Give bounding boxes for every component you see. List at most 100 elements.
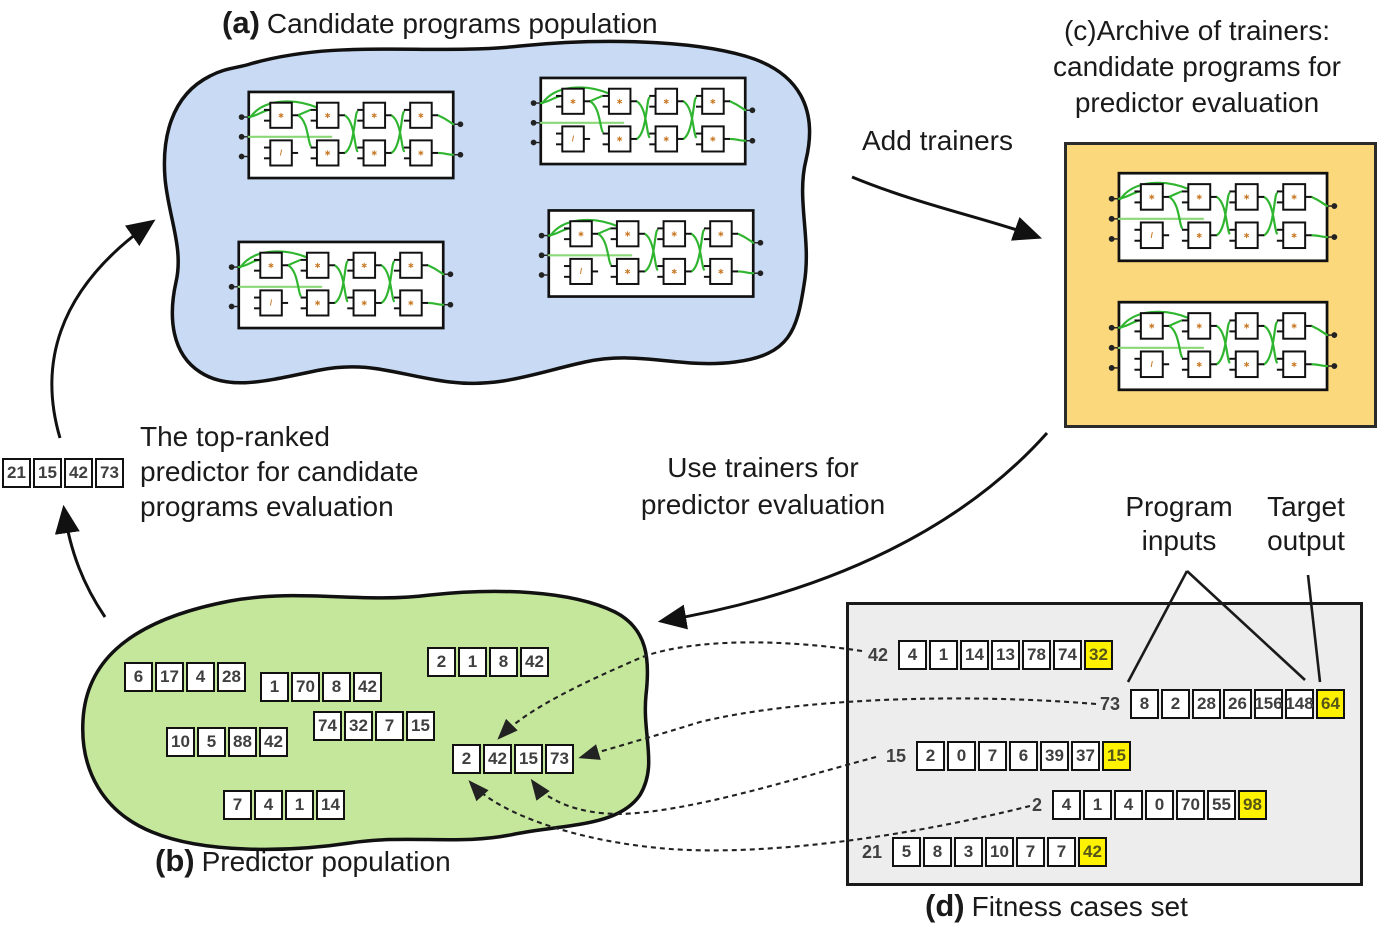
heading-d: (d)Fitness cases set xyxy=(925,888,1188,924)
fitness-target-cell: 98 xyxy=(1238,790,1267,820)
trainer-program-diagram-2 xyxy=(1108,300,1338,392)
array-cell: 0 xyxy=(1145,790,1174,820)
fitness-case-id: 21 xyxy=(861,841,882,862)
array-cell: 7 xyxy=(978,741,1007,771)
array-cell: 10 xyxy=(985,837,1014,867)
array-cell: 14 xyxy=(316,790,345,820)
array-cell: 1 xyxy=(285,790,314,820)
array-cell: 8 xyxy=(322,672,351,702)
program-inputs-label: Program inputs xyxy=(1125,491,1233,556)
trainer-program-diagram-1 xyxy=(1108,171,1338,263)
heading-b: (b)Predictor population xyxy=(155,843,451,879)
heading-c-line3: predictor evaluation xyxy=(1074,87,1320,118)
array-cell: 17 xyxy=(155,662,184,692)
array-cell: 1 xyxy=(1083,790,1112,820)
heading-c-line1: (c)Archive of trainers: xyxy=(1063,15,1331,46)
array-cell: 42 xyxy=(483,744,512,774)
array-cell: 4 xyxy=(898,640,927,670)
array-cell: 88 xyxy=(228,727,257,757)
array-cell: 74 xyxy=(1053,640,1082,670)
array-cell: 26 xyxy=(1223,689,1252,719)
array-cell: 2 xyxy=(1161,689,1190,719)
array-cell: 4 xyxy=(254,790,283,820)
array-cell: 2 xyxy=(427,647,456,677)
array-cell: 4 xyxy=(1052,790,1081,820)
fitness-case-id: 2 xyxy=(1031,794,1042,815)
array-cell: 42 xyxy=(259,727,288,757)
candidate-program-diagram-1 xyxy=(238,90,464,180)
array-cell: 14 xyxy=(960,640,989,670)
array-cell: 2 xyxy=(916,741,945,771)
heading-a-tag: (a) xyxy=(222,5,260,40)
array-cell: 70 xyxy=(1176,790,1205,820)
array-cell: 21 xyxy=(2,458,31,488)
heading-c: (c)Archive of trainers: candidate progra… xyxy=(1012,13,1382,121)
array-cell: 73 xyxy=(95,458,124,488)
array-cell: 55 xyxy=(1207,790,1236,820)
array-cell: 1 xyxy=(458,647,487,677)
candidate-program-diagram-2 xyxy=(530,76,756,166)
fitness-case-id: 42 xyxy=(867,644,888,665)
array-cell: 6 xyxy=(124,662,153,692)
add-trainers-label: Add trainers xyxy=(862,125,1013,156)
array-cell: 7 xyxy=(375,711,404,741)
array-cell: 15 xyxy=(514,744,543,774)
array-cell: 10 xyxy=(166,727,195,757)
array-cell: 0 xyxy=(947,741,976,771)
dashed-link-case15 xyxy=(530,755,877,816)
array-cell: 8 xyxy=(1130,689,1159,719)
fitness-target-cell: 64 xyxy=(1316,689,1345,719)
array-cell: 156 xyxy=(1254,689,1283,719)
arrow-add-trainers xyxy=(851,175,1043,241)
array-cell: 148 xyxy=(1285,689,1314,719)
array-cell: 37 xyxy=(1071,741,1100,771)
dashed-link-case42 xyxy=(497,641,863,740)
fitness-target-cell: 32 xyxy=(1084,640,1113,670)
array-cell: 4 xyxy=(1114,790,1143,820)
array-cell: 7 xyxy=(1016,837,1045,867)
array-cell: 39 xyxy=(1040,741,1069,771)
array-cell: 13 xyxy=(991,640,1020,670)
array-cell: 5 xyxy=(197,727,226,757)
array-cell: 28 xyxy=(217,662,246,692)
array-cell: 42 xyxy=(520,647,549,677)
array-cell: 7 xyxy=(223,790,252,820)
array-cell: 78 xyxy=(1022,640,1051,670)
arrow-blob-to-top-predictor xyxy=(54,504,107,618)
fitness-target-cell: 42 xyxy=(1078,837,1107,867)
use-trainers-label: Use trainers for predictor evaluation xyxy=(640,452,886,520)
heading-b-text: Predictor population xyxy=(201,846,451,877)
array-cell: 4 xyxy=(186,662,215,692)
array-cell: 1 xyxy=(260,672,289,702)
array-cell: 73 xyxy=(545,744,574,774)
array-cell: 42 xyxy=(353,672,382,702)
fitness-case-id: 73 xyxy=(1099,693,1120,714)
heading-d-tag: (d) xyxy=(925,888,965,923)
array-cell: 1 xyxy=(929,640,958,670)
candidate-program-diagram-3 xyxy=(228,240,454,330)
top-ranked-label: The top-ranked predictor for candidate p… xyxy=(140,421,419,522)
fitness-target-cell: 15 xyxy=(1102,741,1131,771)
heading-a-text: Candidate programs population xyxy=(266,8,658,39)
array-cell: 5 xyxy=(892,837,921,867)
array-cell: 7 xyxy=(1047,837,1076,867)
heading-c-tag: (c) xyxy=(1063,15,1097,46)
